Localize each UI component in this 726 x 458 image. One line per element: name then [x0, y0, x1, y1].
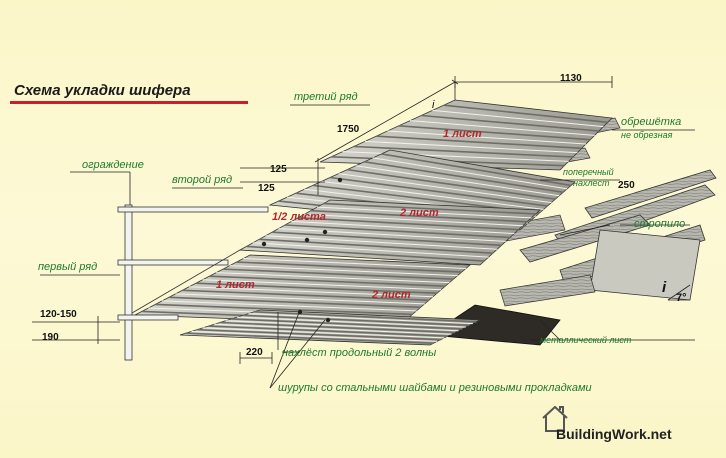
sheet-label-2-mid: 2 лист [400, 207, 439, 219]
dimension-lines [32, 76, 695, 389]
slate-wave [195, 282, 438, 295]
slate-band [238, 199, 541, 266]
slate-wave [297, 217, 519, 231]
slate-wave [182, 289, 429, 302]
slate-wave [197, 328, 441, 341]
label-rafter: стропило [634, 218, 686, 230]
slate-wave [225, 320, 459, 332]
slate-wave [278, 228, 506, 242]
slate-wave [162, 300, 417, 312]
slate-wave [364, 140, 578, 154]
sheet-label-2-bottom: 2 лист [372, 289, 411, 301]
slate-wave [372, 157, 568, 190]
slate-wave [222, 268, 454, 280]
slate-wave [323, 202, 536, 215]
slate-wave [376, 135, 582, 150]
dim-190: 190 [42, 332, 59, 343]
slate-wave [189, 286, 433, 298]
slate-wave [284, 224, 511, 239]
slate-wave [243, 258, 466, 270]
slate-wave [231, 318, 463, 330]
title-underline [10, 101, 248, 104]
sheet-label-half: 1/2 листа [272, 211, 326, 223]
slate-wave [398, 125, 591, 141]
house-icon [542, 405, 568, 432]
slate-sheets [133, 99, 613, 346]
label-lathing: обрешётка [621, 116, 682, 128]
label-third-row: третий ряд [294, 91, 358, 103]
slate-wave [237, 316, 466, 328]
dim-120-150: 120-150 [40, 309, 77, 320]
slate-wave [252, 242, 489, 258]
dim-220: 220 [246, 347, 263, 358]
slate-wave [342, 151, 569, 162]
sheet-label-1-bottom: 1 лист [216, 279, 255, 291]
slate-wave [443, 104, 608, 124]
slate-wave [304, 213, 523, 227]
slate-wave [265, 235, 498, 250]
label-cross-overlap-1: поперечный [563, 167, 614, 177]
dim-125-top: 125 [270, 164, 287, 175]
slate-wave [272, 231, 502, 247]
slate-wave [355, 165, 560, 197]
screw-points [261, 177, 343, 323]
slate-wave [291, 220, 515, 235]
slate-wave [155, 303, 413, 316]
slope-symbol: i [662, 279, 667, 296]
dim-1750: 1750 [337, 124, 360, 135]
slate-wave [248, 313, 473, 325]
slate-wave [168, 296, 421, 309]
sheet-label-1-top: 1 лист [443, 128, 482, 140]
fence-structure [117, 204, 269, 361]
slope-symbol-top: i [432, 99, 435, 111]
slate-wave [259, 238, 493, 255]
slate-wave [236, 261, 462, 273]
slate-wave [191, 330, 438, 342]
slate-wave [387, 130, 587, 145]
label-first-row: первый ряд [38, 261, 98, 273]
slate-wave [216, 272, 450, 284]
slate-wave [381, 153, 572, 187]
label-long-overlap: нахлёст продольный 2 волны [282, 347, 437, 359]
slate-wave [421, 114, 600, 132]
slate-wave [338, 173, 552, 204]
slate-wave [185, 332, 434, 345]
slate-wave [202, 279, 442, 291]
slate-wave [246, 245, 485, 262]
angle-value: 7° [676, 292, 687, 304]
slate-wave [208, 325, 448, 337]
label-fence: ограждение [82, 159, 144, 171]
metal-sheet-shape [428, 304, 561, 346]
slate-wave [202, 327, 445, 339]
slate-wave [229, 265, 458, 277]
brand-logo-text: BuildingWork.net [556, 426, 672, 442]
slate-wave [329, 176, 548, 207]
slate-wave [409, 120, 595, 136]
label-second-row: второй ряд [172, 174, 233, 186]
slate-wave [353, 145, 574, 158]
slate-wave [310, 209, 528, 223]
slate-wave [175, 293, 425, 305]
dim-250: 250 [618, 180, 635, 191]
slate-wave [347, 168, 556, 200]
slate-wave [364, 160, 564, 194]
label-metal-sheet: металлический лист [540, 335, 632, 345]
slate-wave [209, 275, 446, 287]
slate-wave [214, 323, 452, 335]
slate-wave [242, 314, 470, 327]
slate-wave [254, 310, 477, 323]
label-screws: шурупы со стальными шайбами и резиновыми… [278, 382, 592, 394]
slate-wave [317, 206, 532, 219]
page-title: Схема укладки шифера [14, 82, 191, 99]
slate-wave [321, 180, 544, 210]
dim-125-bottom: 125 [258, 183, 275, 194]
dim-1130: 1130 [560, 73, 582, 84]
slate-wave [219, 321, 456, 334]
label-lathing-note: не обрезная [621, 130, 673, 140]
slate-wave [432, 109, 604, 128]
label-cross-overlap-2: нахлест [573, 178, 610, 188]
